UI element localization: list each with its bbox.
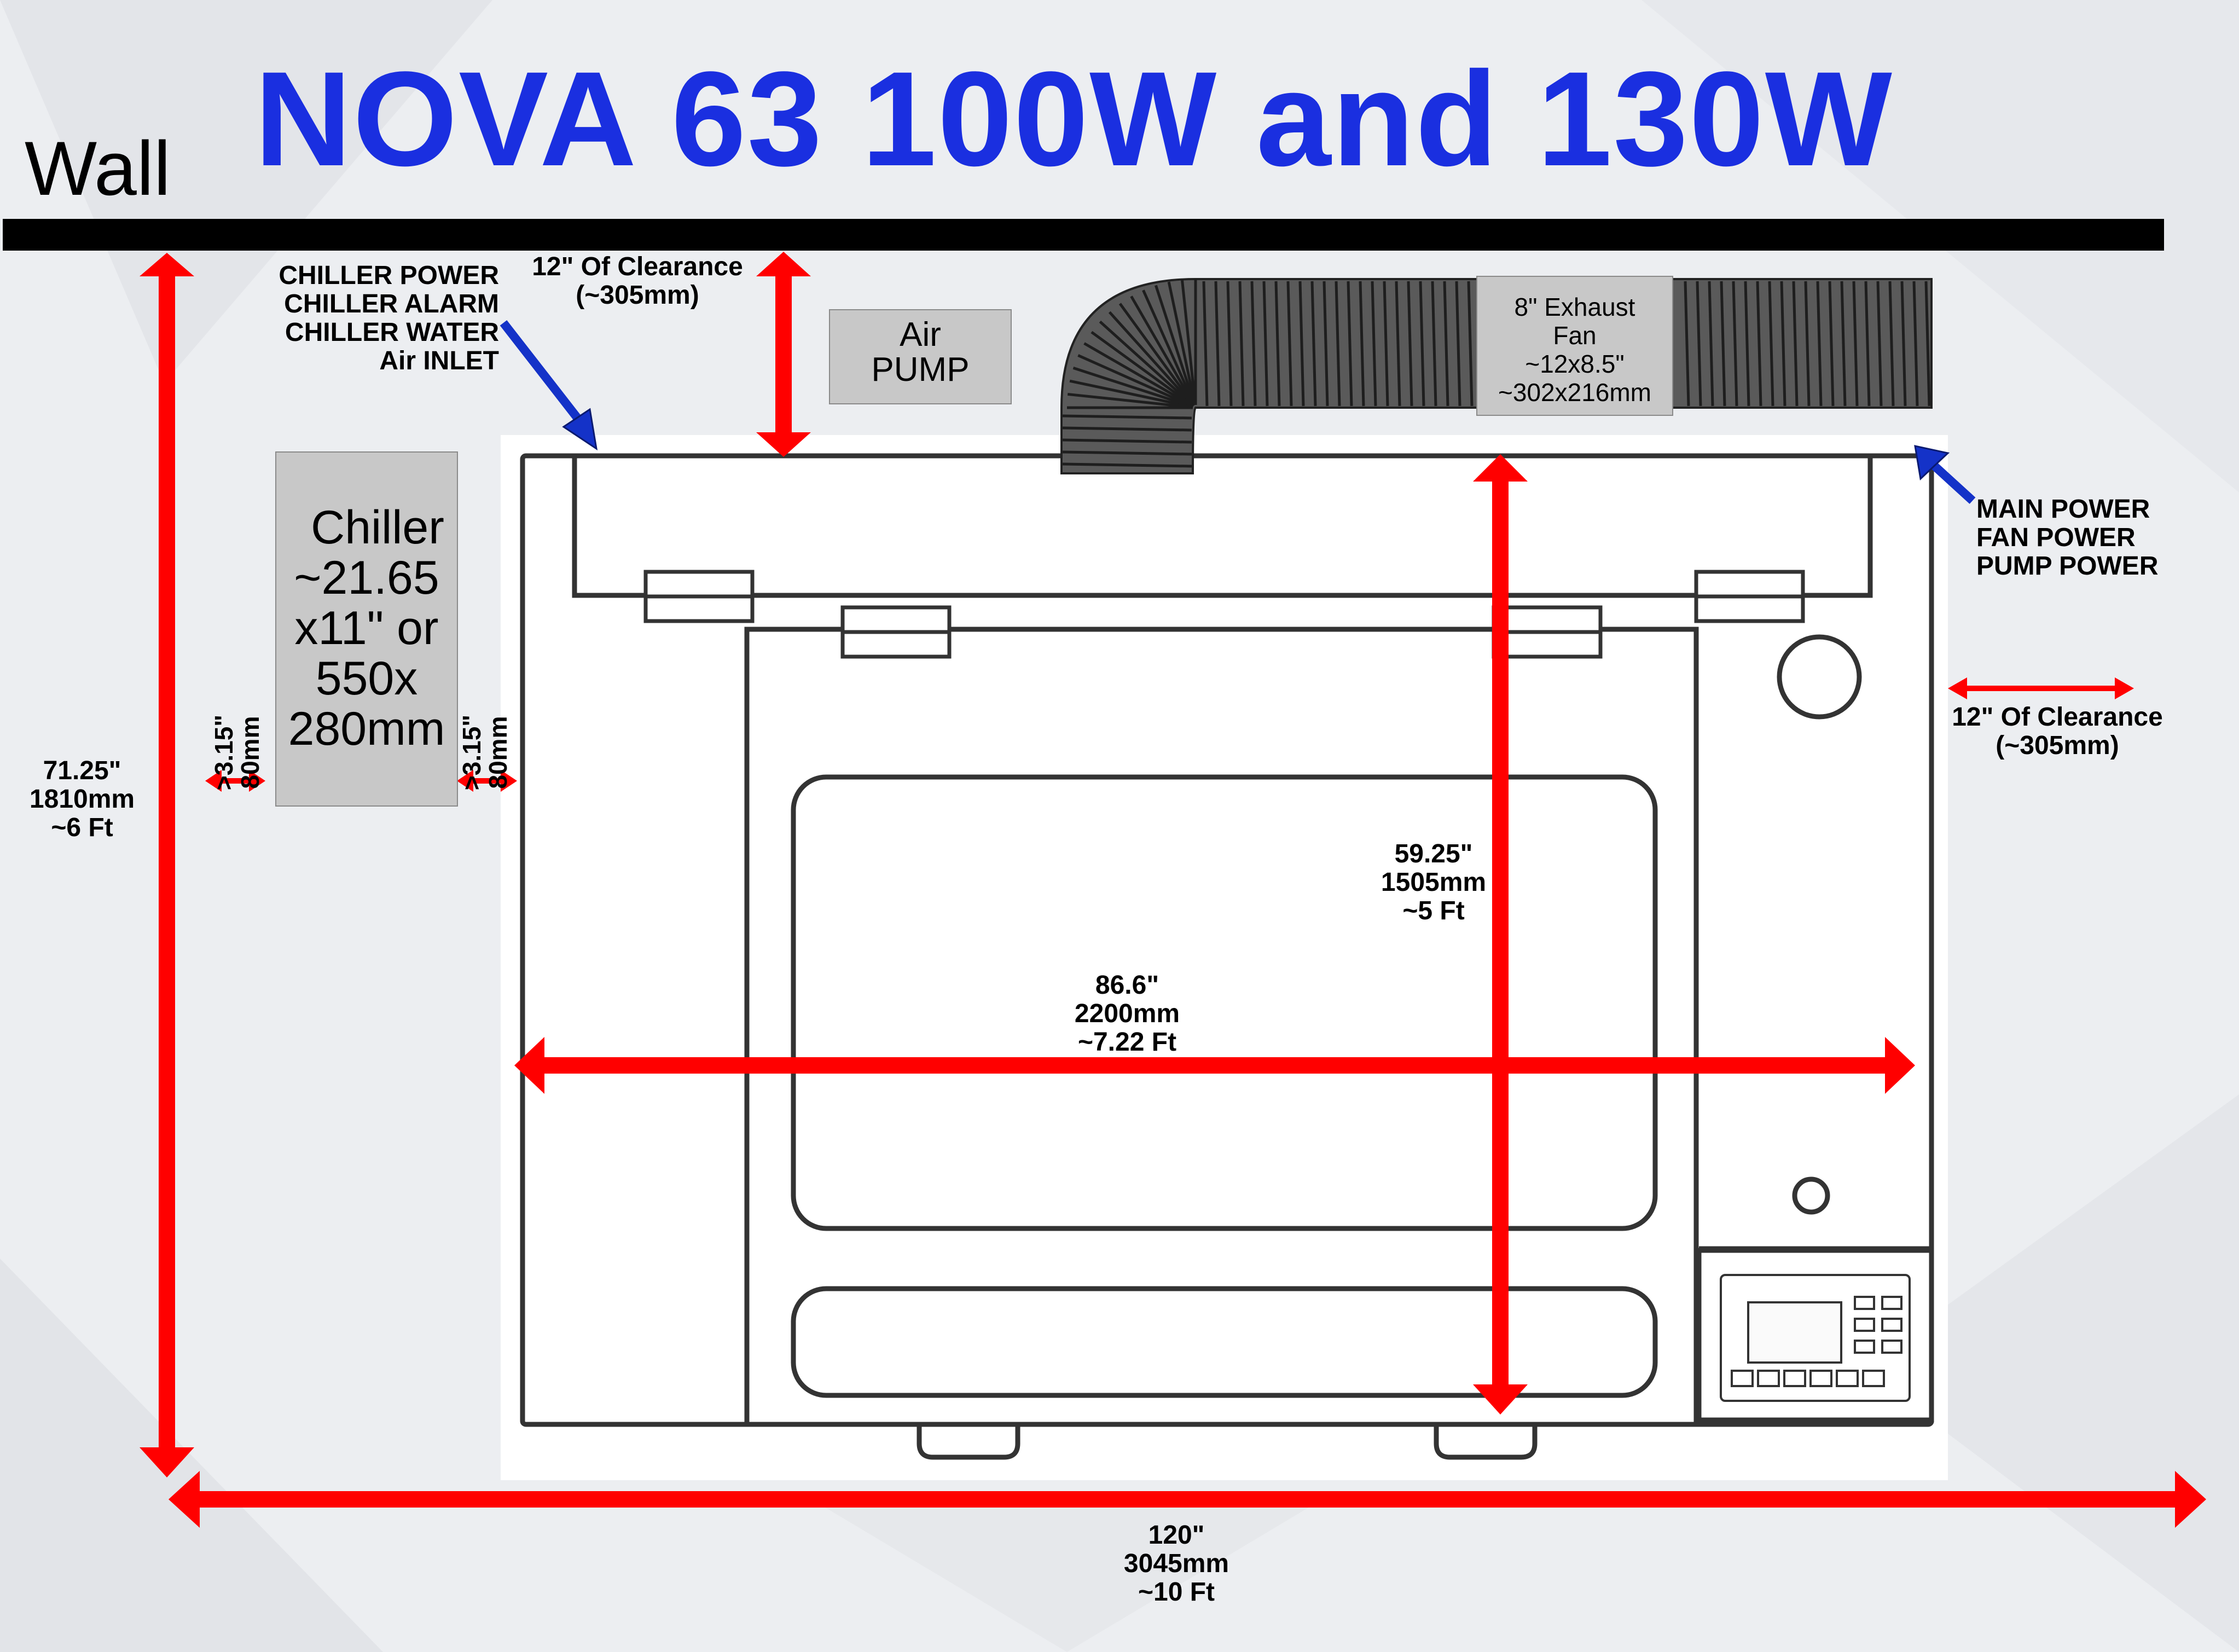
exhaust-text: ~12x8.5" xyxy=(1525,350,1625,378)
chiller-text: Chiller xyxy=(311,501,444,554)
dimension-text: 1505mm xyxy=(1380,868,1487,897)
chiller-text: x11" or xyxy=(294,602,439,654)
chiller-right-clearance: >3.15" 80mm xyxy=(457,670,519,834)
callout-line: CHILLER WATER xyxy=(285,318,499,347)
dimension-text: ~6 Ft xyxy=(51,813,113,842)
air-pump-text: Air xyxy=(900,316,941,353)
dimension-text: 86.6" xyxy=(1095,971,1159,1000)
hinges xyxy=(643,570,1805,659)
dimension-text: 1810mm xyxy=(29,785,135,814)
air-pump-text: PUMP xyxy=(871,351,970,389)
clearance-text: (~305mm) xyxy=(576,281,699,310)
clearance-text: >3.15" xyxy=(210,714,238,791)
dimension-text: 71.25" xyxy=(43,756,121,785)
total-width-label: 120" 3045mm ~10 Ft xyxy=(1089,1521,1264,1607)
rear-clearance-label: 12" Of Clearance (~305mm) xyxy=(520,253,755,310)
control-panel xyxy=(1720,1274,1911,1402)
chiller-text: 280mm xyxy=(288,703,445,755)
callout-line: Air INLET xyxy=(379,346,499,375)
callout-line: PUMP POWER xyxy=(1976,552,2159,581)
laser-machine xyxy=(520,453,1934,1460)
exhaust-text: Fan xyxy=(1553,321,1597,350)
dimension-text: ~5 Ft xyxy=(1402,896,1465,925)
machine-width-label: 86.6" 2200mm ~7.22 Ft xyxy=(1040,971,1215,1057)
chiller-left-clearance: >3.15" 80mm xyxy=(210,670,271,834)
air-pump-label: Air PUMP xyxy=(829,317,1012,387)
callout-line: MAIN POWER xyxy=(1976,495,2150,524)
machine-depth-label: 59.25" 1505mm ~5 Ft xyxy=(1357,840,1510,925)
dimension-text: 120" xyxy=(1148,1521,1205,1550)
callout-rear-left: CHILLER POWER CHILLER ALARM CHILLER WATE… xyxy=(241,262,499,375)
measurement-arrows xyxy=(140,252,2206,1528)
right-clearance-label: 12" Of Clearance (~305mm) xyxy=(1937,703,2178,760)
callout-line: CHILLER ALARM xyxy=(284,289,499,318)
dimension-text: 2200mm xyxy=(1074,999,1180,1028)
callout-line: FAN POWER xyxy=(1976,523,2136,552)
clearance-text: 12" Of Clearance xyxy=(1952,703,2163,732)
dimension-text: ~10 Ft xyxy=(1138,1578,1215,1607)
chiller-label: Chiller ~21.65 x11" or 550x 280mm xyxy=(276,502,457,754)
pointer-arrows xyxy=(500,320,1976,504)
total-depth-label: 71.25" 1810mm ~6 Ft xyxy=(11,757,153,842)
dimension-text: ~7.22 Ft xyxy=(1077,1028,1177,1057)
chiller-text: ~21.65 xyxy=(294,552,439,604)
clearance-text: 12" Of Clearance xyxy=(532,252,743,281)
callout-line: CHILLER POWER xyxy=(279,261,499,290)
chiller-text: 550x xyxy=(315,652,418,705)
wall-label: Wall xyxy=(25,125,171,211)
clearance-text: (~305mm) xyxy=(1996,731,2119,760)
exhaust-fan-label: 8" Exhaust Fan ~12x8.5" ~302x216mm xyxy=(1477,293,1672,407)
clearance-text: >3.15" xyxy=(457,714,486,791)
clearance-text: 80mm xyxy=(236,716,264,789)
chiller-box xyxy=(275,451,458,807)
callout-rear-right: MAIN POWER FAN POWER PUMP POWER xyxy=(1976,495,2158,581)
exhaust-text: 8" Exhaust xyxy=(1514,293,1635,321)
exhaust-text: ~302x216mm xyxy=(1498,378,1651,407)
dimension-text: 59.25" xyxy=(1394,839,1473,868)
page-title: NOVA 63 100W and 130W xyxy=(254,44,1893,194)
exhaust-fan-box xyxy=(1476,276,1673,416)
air-pump-box xyxy=(829,309,1012,404)
dimension-text: 3045mm xyxy=(1123,1549,1229,1578)
clearance-text: 80mm xyxy=(484,716,512,789)
wall-line xyxy=(3,219,2164,251)
